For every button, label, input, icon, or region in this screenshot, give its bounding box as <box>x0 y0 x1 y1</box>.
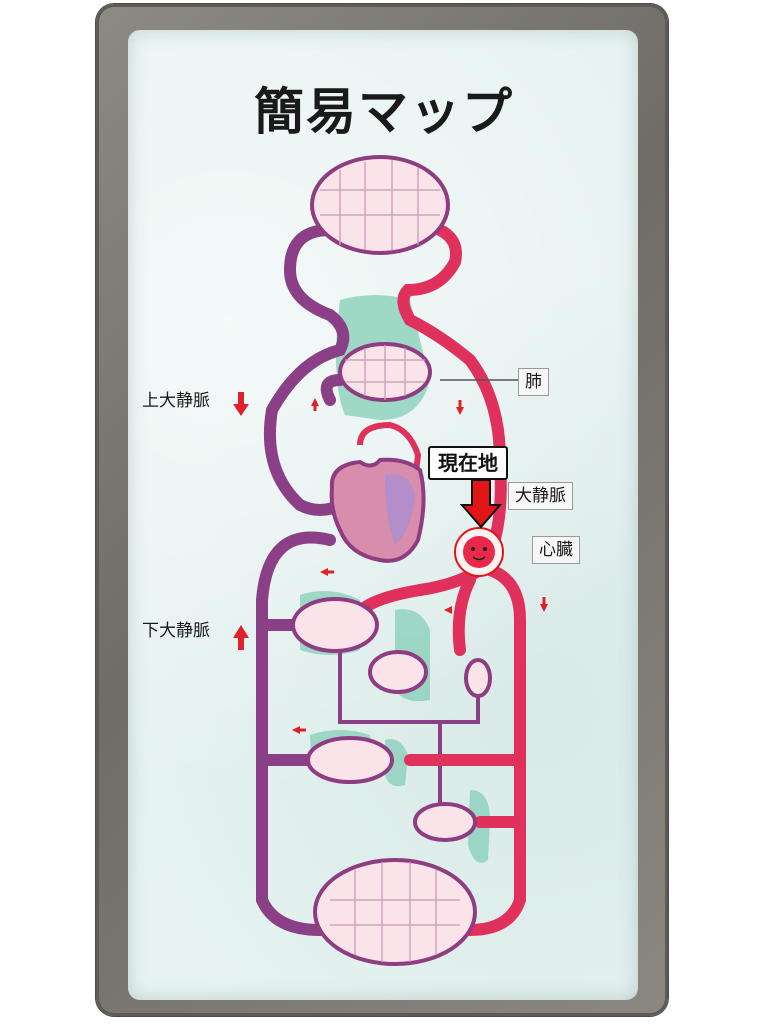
vein-paths <box>256 224 350 936</box>
liver-organ <box>291 597 379 653</box>
vena-cava-arrows <box>233 392 249 650</box>
superior-vena-cava-label: 上大静脈 <box>142 391 210 411</box>
aorta-label: 大静脈 <box>508 482 573 510</box>
lung-label: 肺 <box>518 368 549 396</box>
brain-organ <box>310 155 450 255</box>
inferior-vena-cava-label: 下大静脈 <box>142 621 210 641</box>
kidney-organ <box>306 736 394 784</box>
intestine-organ <box>413 802 477 842</box>
heart-organ <box>329 457 426 563</box>
map-title: 簡易マップ <box>254 83 514 141</box>
current-location-marker <box>454 527 504 577</box>
organ-texture <box>320 160 460 962</box>
spleen-organ <box>464 658 492 698</box>
current-location-label: 現在地 <box>428 446 508 480</box>
lower-body-organ <box>313 858 477 966</box>
flow-arrows <box>292 398 548 734</box>
pulmonary-loop <box>357 421 422 481</box>
stomach-organ <box>368 650 428 694</box>
heart-label: 心臓 <box>532 536 580 564</box>
current-location-arrow <box>459 479 503 529</box>
